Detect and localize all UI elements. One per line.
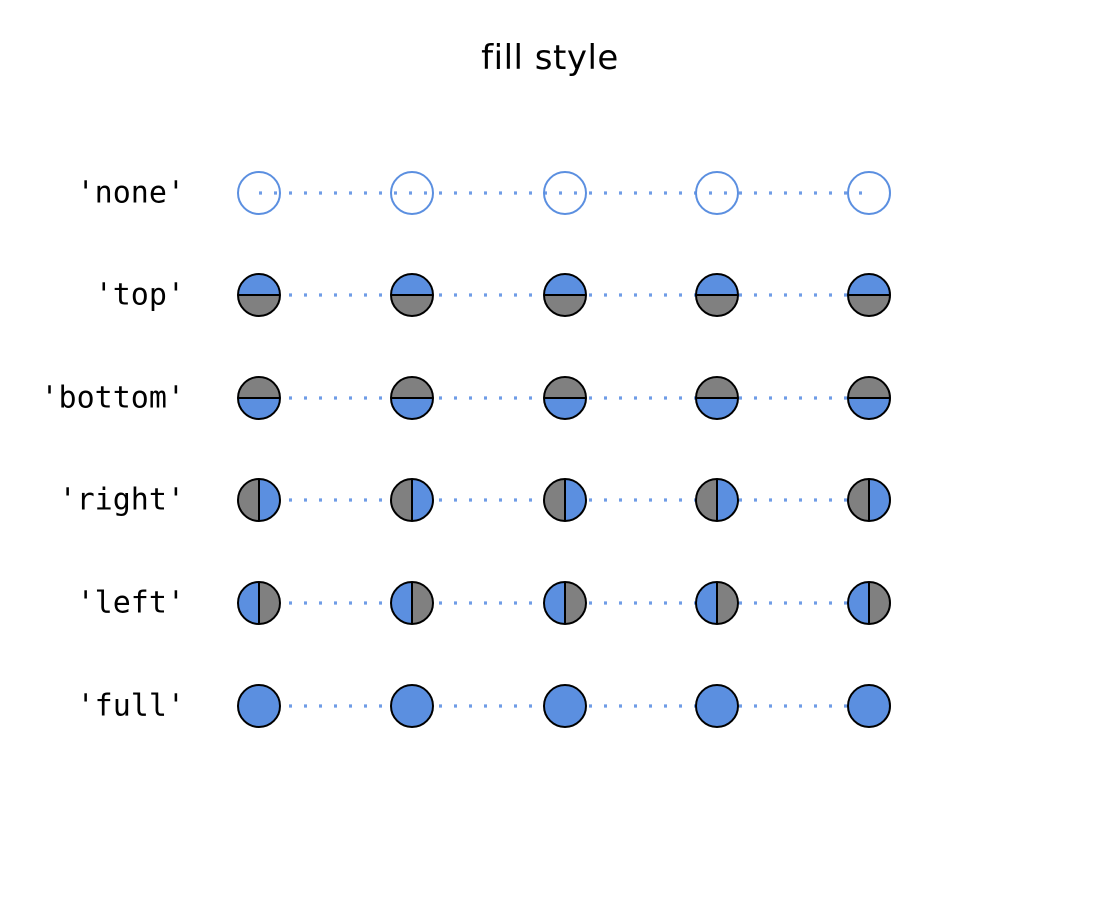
marker-circle-outline [390, 273, 434, 317]
marker-circle-outline [847, 376, 891, 420]
marker-half-main [848, 274, 890, 295]
marker-circle-full [695, 684, 739, 728]
marker-top-1[interactable] [390, 273, 434, 317]
marker-none-3[interactable] [695, 171, 739, 215]
marker-circle-outline [543, 478, 587, 522]
marker-half-main [544, 398, 586, 419]
marker-top-0[interactable] [237, 273, 281, 317]
marker-bottom-0[interactable] [237, 376, 281, 420]
marker-half-main [565, 479, 586, 521]
marker-top-3[interactable] [695, 273, 739, 317]
marker-right-0[interactable] [237, 478, 281, 522]
marker-left-2[interactable] [543, 581, 587, 625]
marker-bottom-1[interactable] [390, 376, 434, 420]
marker-right-3[interactable] [695, 478, 739, 522]
marker-half-main [238, 582, 259, 624]
marker-circle-outline [543, 273, 587, 317]
marker-circle-outline [847, 273, 891, 317]
marker-full-3[interactable] [695, 684, 739, 728]
marker-circle-full [847, 684, 891, 728]
marker-half-main [848, 582, 869, 624]
row-label-right: 'right' [58, 482, 185, 518]
series-row-left [237, 581, 891, 625]
marker-circle-outline [390, 376, 434, 420]
marker-full-1[interactable] [390, 684, 434, 728]
marker-half-main [391, 398, 433, 419]
marker-left-3[interactable] [695, 581, 739, 625]
marker-none-4[interactable] [847, 171, 891, 215]
marker-circle-outline [543, 171, 587, 215]
series-row-none [237, 171, 891, 215]
marker-circle-outline [390, 581, 434, 625]
marker-none-1[interactable] [390, 171, 434, 215]
row-label-none: 'none' [76, 175, 185, 211]
marker-half-main [696, 582, 717, 624]
marker-bottom-2[interactable] [543, 376, 587, 420]
series-row-bottom [237, 376, 891, 420]
marker-circle-outline [847, 478, 891, 522]
marker-left-0[interactable] [237, 581, 281, 625]
marker-circle-outline [695, 376, 739, 420]
marker-left-1[interactable] [390, 581, 434, 625]
marker-circle-full [237, 684, 281, 728]
marker-bottom-4[interactable] [847, 376, 891, 420]
marker-circle-outline [237, 581, 281, 625]
marker-full-2[interactable] [543, 684, 587, 728]
series-row-full [237, 684, 891, 728]
marker-circle-outline [695, 171, 739, 215]
marker-half-main [259, 479, 280, 521]
marker-circle-outline [543, 581, 587, 625]
marker-circle-outline [390, 171, 434, 215]
marker-circle-outline [847, 581, 891, 625]
marker-right-4[interactable] [847, 478, 891, 522]
marker-half-main [391, 582, 412, 624]
marker-half-main [238, 398, 280, 419]
marker-full-0[interactable] [237, 684, 281, 728]
marker-right-1[interactable] [390, 478, 434, 522]
marker-circle-outline [847, 171, 891, 215]
marker-half-main [717, 479, 738, 521]
marker-circle-outline [237, 478, 281, 522]
marker-circle-outline [390, 478, 434, 522]
row-label-left: 'left' [76, 585, 185, 621]
marker-circle-outline [695, 581, 739, 625]
marker-half-main [238, 274, 280, 295]
row-label-bottom: 'bottom' [40, 380, 186, 416]
marker-circle-outline [695, 478, 739, 522]
marker-none-0[interactable] [237, 171, 281, 215]
marker-circle-outline [237, 273, 281, 317]
marker-half-main [869, 479, 890, 521]
marker-top-4[interactable] [847, 273, 891, 317]
marker-half-main [696, 274, 738, 295]
figure-title: fill style [481, 38, 619, 78]
marker-circle-outline [237, 376, 281, 420]
marker-half-main [544, 274, 586, 295]
marker-bottom-3[interactable] [695, 376, 739, 420]
marker-half-main [412, 479, 433, 521]
marker-top-2[interactable] [543, 273, 587, 317]
row-label-full: 'full' [76, 688, 185, 724]
marker-none-2[interactable] [543, 171, 587, 215]
marker-circle-full [543, 684, 587, 728]
marker-right-2[interactable] [543, 478, 587, 522]
marker-circle-outline [237, 171, 281, 215]
marker-half-main [696, 398, 738, 419]
marker-circle-outline [695, 273, 739, 317]
marker-circle-full [390, 684, 434, 728]
marker-left-4[interactable] [847, 581, 891, 625]
series-row-right [237, 478, 891, 522]
marker-full-4[interactable] [847, 684, 891, 728]
marker-circle-outline [543, 376, 587, 420]
series-row-top [237, 273, 891, 317]
row-label-top: 'top' [94, 277, 185, 313]
marker-half-main [391, 274, 433, 295]
marker-half-main [544, 582, 565, 624]
marker-half-main [848, 398, 890, 419]
